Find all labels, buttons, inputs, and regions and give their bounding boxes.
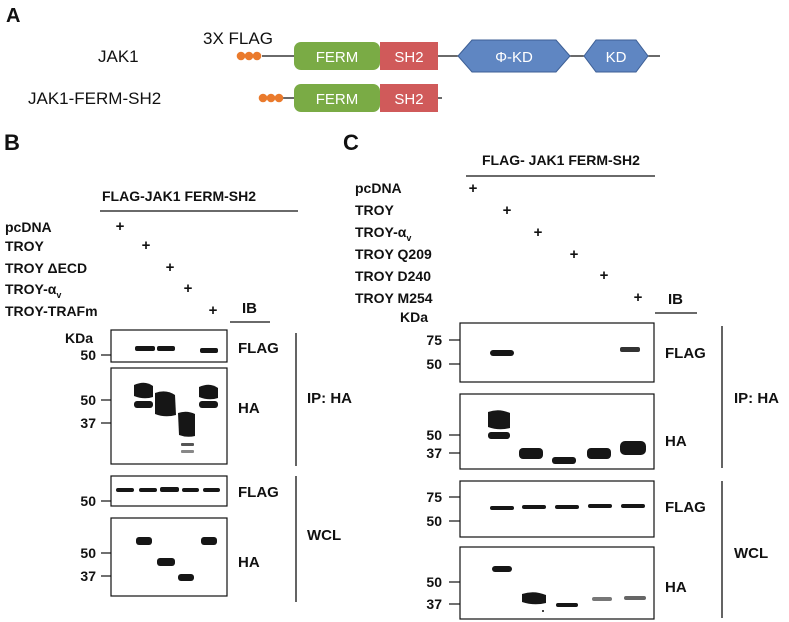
plus-mark: + xyxy=(503,202,512,219)
plus-mark: + xyxy=(570,246,579,263)
flag-tag-dot xyxy=(258,93,268,103)
blot-label: HA xyxy=(238,400,260,417)
panel-b-header: FLAG-JAK1 FERM-SH2 xyxy=(102,188,256,204)
panel-a-letter: A xyxy=(6,5,20,27)
mw-marker: 50 xyxy=(80,392,96,408)
condition-label: pcDNA xyxy=(355,180,402,196)
mw-marker: 75 xyxy=(426,489,442,505)
flag-tag-dot xyxy=(236,51,246,61)
pseudokinase-domain-label: Φ-KD xyxy=(495,49,533,66)
blot-c-ip-flag xyxy=(459,322,655,383)
condition-label: TROY-αv xyxy=(355,224,411,243)
blot-label: HA xyxy=(665,579,687,596)
mw-marker: 50 xyxy=(80,347,96,363)
blot-label: FLAG xyxy=(665,499,706,516)
ferm-domain-label: FERM xyxy=(316,91,359,108)
condition-label: TROY-αv xyxy=(5,281,61,300)
flag-tag-label: 3X FLAG xyxy=(203,29,273,48)
flag-tag-dot xyxy=(274,93,284,103)
condition-label: TROY M254 xyxy=(355,290,433,306)
wcl-label: WCL xyxy=(734,545,768,562)
blot-c-ip-ha xyxy=(459,393,655,470)
bands xyxy=(490,347,640,356)
mw-marker: 50 xyxy=(80,493,96,509)
mw-marker: 37 xyxy=(426,445,442,461)
sh2-domain-label: SH2 xyxy=(394,49,423,66)
plus-mark: + xyxy=(209,302,218,319)
flag-tag-dot xyxy=(266,93,276,103)
flag-tag-dot xyxy=(252,51,262,61)
mw-marker: 37 xyxy=(426,596,442,612)
condition-label: pcDNA xyxy=(5,219,52,235)
condition-label: TROY-TRAFm xyxy=(5,303,98,319)
plus-mark: + xyxy=(116,218,125,235)
kinase-domain xyxy=(583,39,649,73)
condition-label: TROY ΔECD xyxy=(5,260,87,276)
bands xyxy=(134,382,218,453)
pseudokinase-domain xyxy=(457,39,571,73)
plus-mark: + xyxy=(184,280,193,297)
mw-marker: 75 xyxy=(426,332,442,348)
blot-label: HA xyxy=(238,554,260,571)
construct-ferm-sh2-label: JAK1-FERM-SH2 xyxy=(28,89,161,108)
condition-label: TROY D240 xyxy=(355,268,431,284)
plus-mark: + xyxy=(166,259,175,276)
condition-label: TROY Q209 xyxy=(355,246,432,262)
panel-c-letter: C xyxy=(343,130,359,155)
panel-b-letter: B xyxy=(4,130,20,155)
ferm-domain xyxy=(294,84,380,112)
mw-marker: 50 xyxy=(80,545,96,561)
construct-jak1-label: JAK1 xyxy=(98,47,139,66)
bands xyxy=(116,487,220,492)
mw-marker: 50 xyxy=(426,574,442,590)
bands xyxy=(135,346,218,353)
mw-marker: 50 xyxy=(426,427,442,443)
condition-label: TROY xyxy=(355,202,395,218)
ferm-domain xyxy=(294,42,380,70)
blot-label: FLAG xyxy=(238,340,279,357)
blot-label: HA xyxy=(665,433,687,450)
plus-mark: + xyxy=(142,237,151,254)
sh2-domain xyxy=(380,84,438,112)
bands xyxy=(492,566,646,612)
ip-ha-label: IP: HA xyxy=(734,390,779,407)
ip-ha-label: IP: HA xyxy=(307,390,352,407)
kinase-domain-label: KD xyxy=(606,49,627,66)
blot-c-wcl-ha xyxy=(459,546,655,620)
ib-label: IB xyxy=(668,291,683,308)
plus-mark: + xyxy=(469,180,478,197)
plus-mark: + xyxy=(600,267,609,284)
bands xyxy=(490,504,645,510)
mw-marker: 50 xyxy=(426,356,442,372)
wcl-label: WCL xyxy=(307,527,341,544)
blot-label: FLAG xyxy=(665,345,706,362)
kda-label: KDa xyxy=(400,309,428,325)
panel-c-header: FLAG- JAK1 FERM-SH2 xyxy=(482,152,640,168)
plus-mark: + xyxy=(634,289,643,306)
kda-label: KDa xyxy=(65,330,93,346)
blot-label: FLAG xyxy=(238,484,279,501)
bands xyxy=(136,537,217,581)
bands xyxy=(488,410,646,464)
mw-marker: 37 xyxy=(80,568,96,584)
ferm-domain-label: FERM xyxy=(316,49,359,66)
jak1-ferm-sh2-construct: FERM SH2 xyxy=(258,84,442,112)
ib-label: IB xyxy=(242,300,257,317)
flag-tag-dot xyxy=(244,51,254,61)
sh2-domain-label: SH2 xyxy=(394,91,423,108)
blot-b-wcl-ha xyxy=(110,517,228,597)
jak1-construct: FERM SH2 Φ-KD KD xyxy=(236,39,660,73)
sh2-domain xyxy=(380,42,438,70)
mw-marker: 37 xyxy=(80,415,96,431)
plus-mark: + xyxy=(534,224,543,241)
mw-marker: 50 xyxy=(426,513,442,529)
condition-label: TROY xyxy=(5,238,45,254)
